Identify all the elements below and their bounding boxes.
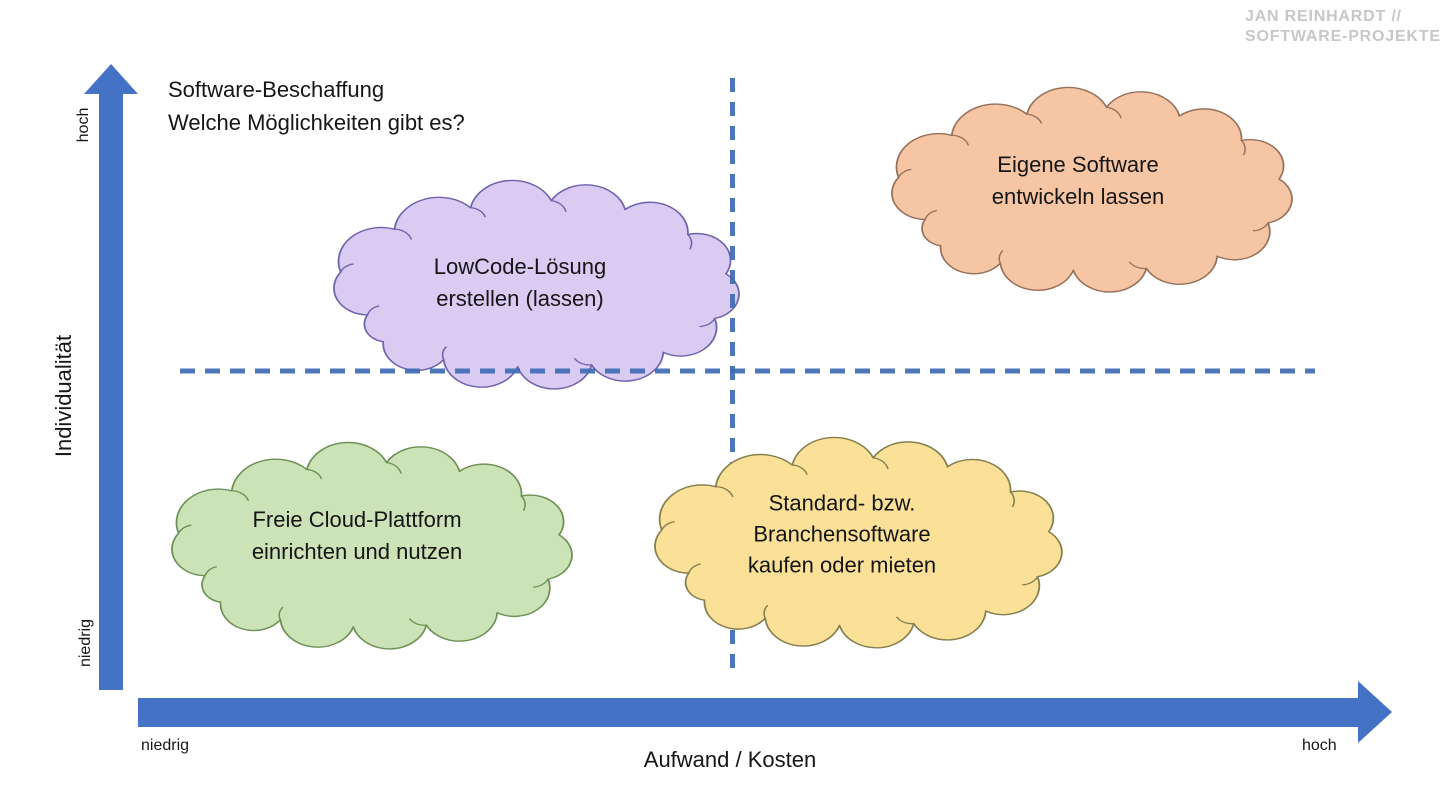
- title-line1: Software-Beschaffung: [168, 77, 385, 102]
- cloud-lowcode-line2: erstellen (lassen): [436, 286, 604, 311]
- title-line2: Welche Möglichkeiten gibt es?: [168, 110, 465, 135]
- page-title: Software-Beschaffung Welche Möglichkeite…: [168, 73, 465, 139]
- cloud-standard-branchensoftware-label: Standard- bzw. Branchensoftware kaufen o…: [748, 488, 936, 581]
- cloud-standard-line1: Standard- bzw.: [768, 490, 916, 516]
- x-axis-high-label: hoch: [1302, 737, 1337, 754]
- watermark-line2: SOFTWARE-PROJEKTE: [1245, 28, 1440, 45]
- x-axis-arrow: [138, 681, 1392, 743]
- cloud-standard-line2: Branchensoftware: [753, 521, 931, 547]
- y-axis-label: Individualität: [51, 334, 76, 458]
- x-axis-low-label: niedrig: [141, 737, 190, 754]
- cloud-eigene-software-line2: entwickeln lassen: [991, 184, 1165, 209]
- cloud-lowcode-label: LowCode-Lösung erstellen (lassen): [434, 251, 606, 315]
- cloud-freie-cloud-plattform-line2: einrichten und nutzen: [251, 539, 463, 564]
- watermark: JAN REINHARDT // SOFTWARE-PROJEKTE: [1245, 7, 1440, 47]
- cloud-standard-line3: kaufen oder mieten: [747, 552, 937, 578]
- cloud-eigene-software-label: Eigene Software entwickeln lassen: [992, 149, 1164, 213]
- x-axis-label: Aufwand / Kosten: [643, 747, 817, 772]
- cloud-freie-cloud-plattform-line1: Freie Cloud-Plattform: [252, 507, 462, 532]
- cloud-eigene-software-line1: Eigene Software: [997, 152, 1159, 177]
- y-axis-high-label: hoch: [75, 107, 92, 143]
- cloud-lowcode-line1: LowCode-Lösung: [433, 254, 607, 279]
- y-axis-low-label: niedrig: [77, 618, 94, 668]
- cloud-freie-cloud-plattform-label: Freie Cloud-Plattform einrichten und nut…: [252, 504, 462, 568]
- y-axis-arrow: [84, 64, 138, 690]
- watermark-line1: JAN REINHARDT //: [1245, 8, 1402, 25]
